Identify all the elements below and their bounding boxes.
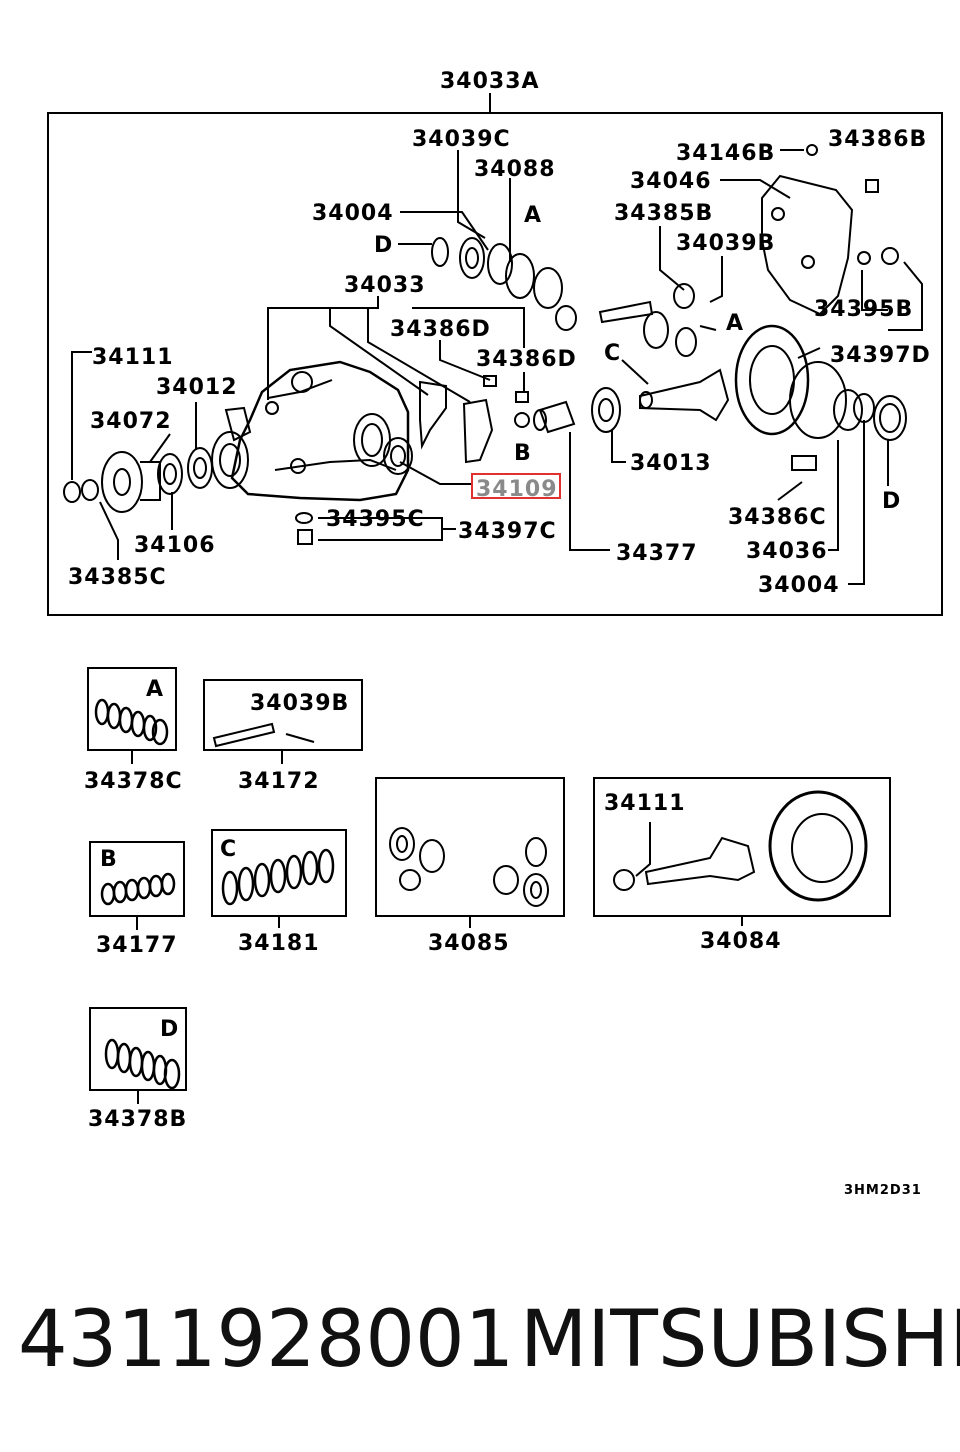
kit-34378B-part: 34378B — [88, 1107, 187, 1132]
assembly-label: 34033A — [440, 69, 540, 94]
callout-34386D-a: 34386D — [390, 317, 491, 342]
carrier-housing — [230, 360, 410, 502]
callout-34004-bottom: 34004 — [758, 573, 840, 598]
callout-34397C: 34397C — [458, 519, 557, 544]
callout-34386C: 34386C — [728, 505, 827, 530]
letter-D-2: D — [882, 489, 901, 514]
part-number: 4311928001 — [18, 1295, 515, 1385]
kit-34177-letter: B — [100, 847, 118, 872]
brand-name: MITSUBISHI — [520, 1295, 960, 1385]
companion-flange — [101, 451, 143, 513]
drive-pinion — [639, 368, 730, 422]
kit-34378C-part: 34378C — [84, 769, 183, 794]
ring-gear — [734, 324, 810, 436]
highlight-box-34109 — [471, 473, 561, 499]
callout-34004-top: 34004 — [312, 201, 394, 226]
kit-34181-letter: C — [220, 837, 237, 862]
kit-34378C-letter: A — [146, 677, 164, 702]
callout-34039B: 34039B — [676, 231, 775, 256]
kit-34177-part: 34177 — [96, 933, 178, 958]
callout-34036: 34036 — [746, 539, 828, 564]
kit-34378B-letter: D — [160, 1017, 179, 1042]
callout-34385C: 34385C — [68, 565, 167, 590]
kit-34084-part: 34084 — [700, 929, 782, 954]
letter-A-2: A — [726, 311, 744, 336]
callout-34046: 34046 — [630, 169, 712, 194]
callout-34146B: 34146B — [676, 141, 775, 166]
kit-34084-inner: 34111 — [604, 791, 686, 816]
kit-box-34085 — [375, 777, 565, 917]
callout-34111: 34111 — [92, 345, 174, 370]
callout-34386D-b: 34386D — [476, 347, 577, 372]
callout-34395B: 34395B — [814, 297, 913, 322]
assembly-frame — [47, 112, 943, 616]
callout-34033: 34033 — [344, 273, 426, 298]
callout-34109: 34109 — [476, 477, 558, 502]
pinion-bearing — [591, 387, 621, 433]
callout-34013: 34013 — [630, 451, 712, 476]
callout-34106: 34106 — [134, 533, 216, 558]
callout-34397D: 34397D — [830, 343, 931, 368]
callout-34039C: 34039C — [412, 127, 511, 152]
figure-code: 3HM2D31 — [844, 1183, 922, 1198]
letter-B: B — [514, 441, 532, 466]
kit-34085-part: 34085 — [428, 931, 510, 956]
callout-34088: 34088 — [474, 157, 556, 182]
product-footer: 4311928001 MITSUBISHI — [0, 1290, 960, 1400]
kit-34172-inner: 34039B — [250, 691, 349, 716]
kit-34181-part: 34181 — [238, 931, 320, 956]
callout-34386B: 34386B — [828, 127, 927, 152]
callout-34012: 34012 — [156, 375, 238, 400]
kit-34172-part: 34172 — [238, 769, 320, 794]
letter-A: A — [524, 203, 542, 228]
callout-34377: 34377 — [616, 541, 698, 566]
callout-34395C: 34395C — [326, 507, 425, 532]
letter-C: C — [604, 341, 621, 366]
letter-D: D — [374, 233, 393, 258]
callout-34385B: 34385B — [614, 201, 713, 226]
rear-cover — [761, 174, 854, 316]
callout-34072: 34072 — [90, 409, 172, 434]
